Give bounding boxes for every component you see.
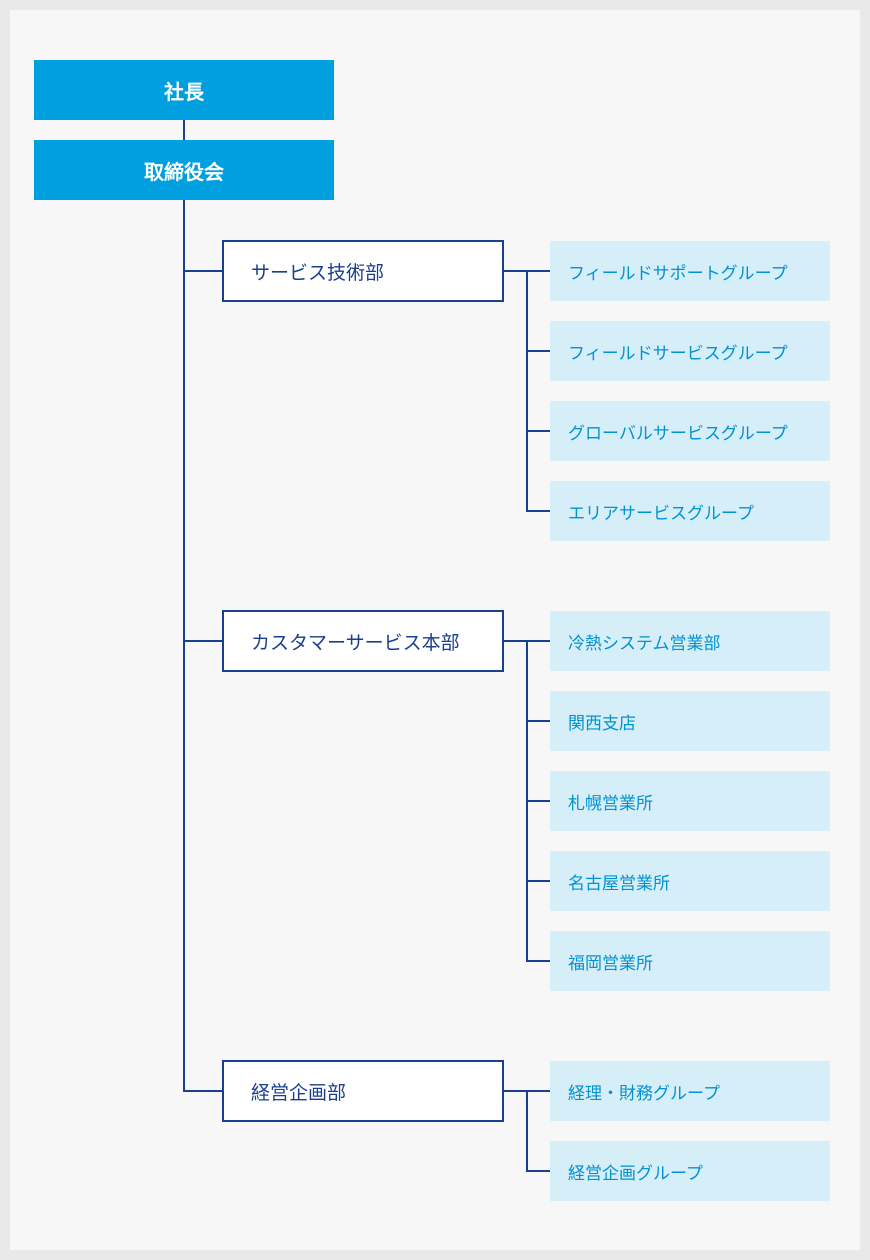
connector-group-2-5 xyxy=(526,960,550,962)
connector-main-trunk xyxy=(183,200,185,1091)
group-field-support: フィールドサポートグループ xyxy=(550,241,830,301)
group-refrigeration-sales: 冷熱システム営業部 xyxy=(550,611,830,671)
group-global-service: グローバルサービスグループ xyxy=(550,401,830,461)
connector-dept-1 xyxy=(183,270,222,272)
connector-dept-2 xyxy=(183,640,222,642)
dept-service-engineering: サービス技術部 xyxy=(222,240,504,302)
connector-group-1-3 xyxy=(526,430,550,432)
group-field-service: フィールドサービスグループ xyxy=(550,321,830,381)
connector-president-board xyxy=(183,120,185,140)
group-accounting-finance: 経理・財務グループ xyxy=(550,1061,830,1121)
group-area-service: エリアサービスグループ xyxy=(550,481,830,541)
group-nagoya-office: 名古屋営業所 xyxy=(550,851,830,911)
connector-dept-1-trunk xyxy=(526,270,528,512)
connector-dept-3 xyxy=(183,1090,222,1092)
group-fukuoka-office: 福岡営業所 xyxy=(550,931,830,991)
connector-group-2-4 xyxy=(526,880,550,882)
connector-group-1-2 xyxy=(526,350,550,352)
connector-group-1-4 xyxy=(526,510,550,512)
group-sapporo-office: 札幌営業所 xyxy=(550,771,830,831)
group-kansai-branch: 関西支店 xyxy=(550,691,830,751)
connector-group-3-2 xyxy=(526,1170,550,1172)
group-corporate-planning: 経営企画グループ xyxy=(550,1141,830,1201)
connector-dept-3-trunk xyxy=(526,1090,528,1172)
dept-customer-service: カスタマーサービス本部 xyxy=(222,610,504,672)
president-node: 社長 xyxy=(34,60,334,120)
connector-group-2-2 xyxy=(526,720,550,722)
dept-corporate-planning: 経営企画部 xyxy=(222,1060,504,1122)
board-node: 取締役会 xyxy=(34,140,334,200)
connector-group-2-3 xyxy=(526,800,550,802)
